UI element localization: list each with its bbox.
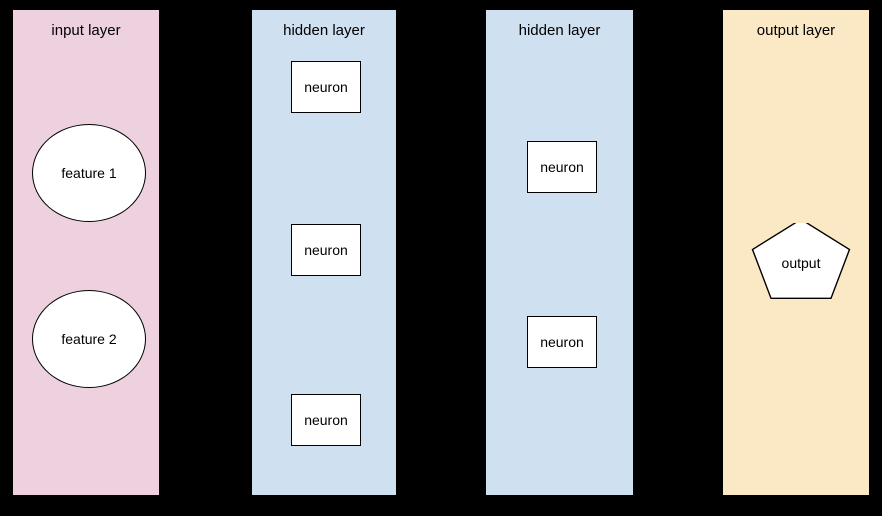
node-label-h1-n2: neuron	[304, 242, 348, 258]
node-h2-n1[interactable]: neuron	[527, 141, 597, 193]
pentagon-shape	[751, 218, 851, 300]
node-h2-n2[interactable]: neuron	[527, 316, 597, 368]
node-h1-n1[interactable]: neuron	[291, 61, 361, 113]
layer-panel-input	[13, 10, 159, 495]
layer-panel-hidden-2	[486, 10, 633, 495]
layer-title-input: input layer	[51, 22, 121, 39]
layer-title-output: output layer	[756, 22, 836, 39]
node-feature-2[interactable]: feature 2	[32, 290, 146, 388]
node-label-feature-2: feature 2	[61, 331, 117, 347]
gutter-hidden2-output	[633, 0, 723, 516]
node-h1-n3[interactable]: neuron	[291, 394, 361, 446]
band-top	[0, 0, 882, 10]
layer-title-hidden-1: hidden layer	[283, 22, 365, 39]
node-label-h1-n1: neuron	[304, 79, 348, 95]
gutter-right-edge	[869, 0, 882, 516]
gutter-hidden1-hidden2	[396, 0, 486, 516]
gutter-input-hidden1	[159, 0, 252, 516]
layer-title-hidden-2: hidden layer	[518, 22, 601, 39]
band-bottom	[0, 495, 882, 516]
node-label-h2-n2: neuron	[540, 334, 584, 350]
node-label-feature-1: feature 1	[61, 165, 117, 181]
node-label-h2-n1: neuron	[540, 159, 584, 175]
gutter-left-edge	[0, 0, 13, 516]
node-h1-n2[interactable]: neuron	[291, 224, 361, 276]
node-label-out-1: output	[781, 255, 821, 271]
node-feature-1[interactable]: feature 1	[32, 124, 146, 222]
node-label-h1-n3: neuron	[304, 412, 348, 428]
node-out-1[interactable]: output	[749, 218, 853, 303]
